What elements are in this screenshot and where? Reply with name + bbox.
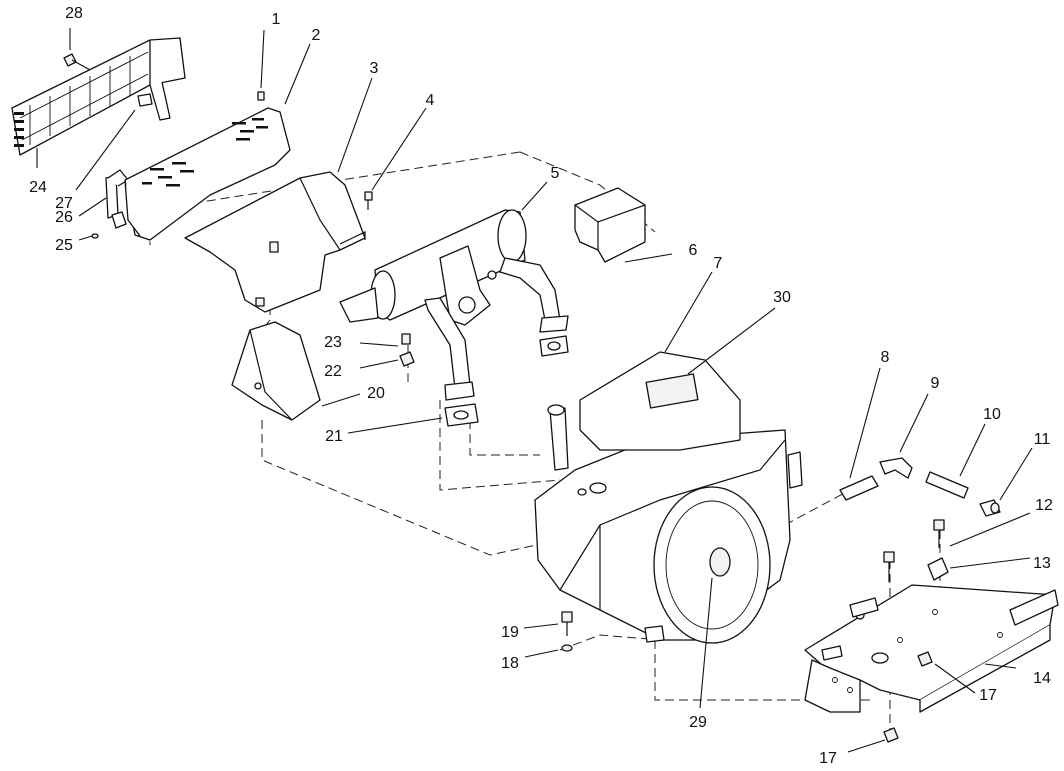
nipple-10 (925, 471, 969, 499)
callout-19: 19 (501, 624, 519, 641)
base-plate-14 (804, 584, 1059, 713)
callout-11: 11 (1034, 431, 1051, 448)
callout-26: 26 (55, 209, 73, 226)
callout-18: 18 (501, 655, 519, 672)
gasket-right (539, 335, 569, 357)
bolt-long (883, 551, 895, 582)
nut-17-lower (883, 727, 899, 743)
callout-29: 29 (689, 714, 707, 731)
callout-12: 12 (1035, 497, 1053, 514)
callout-20: 20 (367, 385, 385, 402)
gasket-21 (444, 403, 479, 427)
callout-17-lower: 17 (819, 750, 837, 767)
screen-grille-24 (11, 37, 186, 156)
elbow-9 (879, 457, 913, 479)
lower-shield-20 (231, 321, 321, 421)
callout-21: 21 (325, 428, 343, 445)
callout-23: 23 (324, 334, 342, 351)
cap-11 (979, 499, 1001, 517)
callout-30: 30 (773, 289, 791, 306)
callout-25: 25 (55, 237, 73, 254)
washer-18 (561, 644, 573, 652)
nipple-8 (839, 475, 879, 501)
exhaust-pipe-left (424, 297, 475, 401)
bracket-26 (105, 169, 129, 229)
callout-24: 24 (29, 179, 47, 196)
clamp-13 (927, 557, 949, 581)
callout-8: 8 (881, 349, 890, 366)
callout-27: 27 (55, 195, 73, 212)
callout-2: 2 (312, 27, 321, 44)
callout-14: 14 (1033, 670, 1051, 687)
exhaust-pipe-right (499, 257, 569, 333)
screw-1 (257, 91, 265, 101)
callout-17-upper: 17 (979, 687, 997, 704)
callout-6: 6 (689, 242, 698, 259)
screw-4 (364, 191, 373, 210)
callout-labels: 1 2 3 4 5 6 7 8 9 10 11 12 13 14 17 17 1… (29, 5, 1053, 767)
callout-4: 4 (426, 92, 435, 109)
spacer-27 (137, 93, 153, 107)
callout-5: 5 (551, 165, 560, 182)
callout-13: 13 (1033, 555, 1051, 572)
cover-6 (574, 187, 646, 263)
screw-lower-shield (255, 241, 279, 307)
bolt-12 (933, 519, 945, 548)
callout-10: 10 (983, 406, 1001, 423)
leader-lines (36, 28, 1033, 753)
washer-25 (91, 233, 99, 239)
callout-7: 7 (714, 255, 723, 272)
callout-22: 22 (324, 363, 342, 380)
callout-28: 28 (65, 5, 83, 22)
callout-9: 9 (931, 375, 940, 392)
engine-7 (534, 351, 803, 644)
bolt-23 (401, 333, 411, 345)
muffler-5 (339, 209, 527, 326)
shield-perforations (142, 118, 268, 187)
nut-22 (399, 351, 415, 367)
callout-3: 3 (370, 60, 379, 77)
grille-slots (14, 112, 24, 147)
perforated-heat-shield-2 (124, 107, 291, 241)
nut-17-upper (917, 651, 933, 667)
screw-28 (63, 53, 91, 71)
bolt-19 (561, 611, 573, 636)
callout-1: 1 (272, 11, 281, 28)
